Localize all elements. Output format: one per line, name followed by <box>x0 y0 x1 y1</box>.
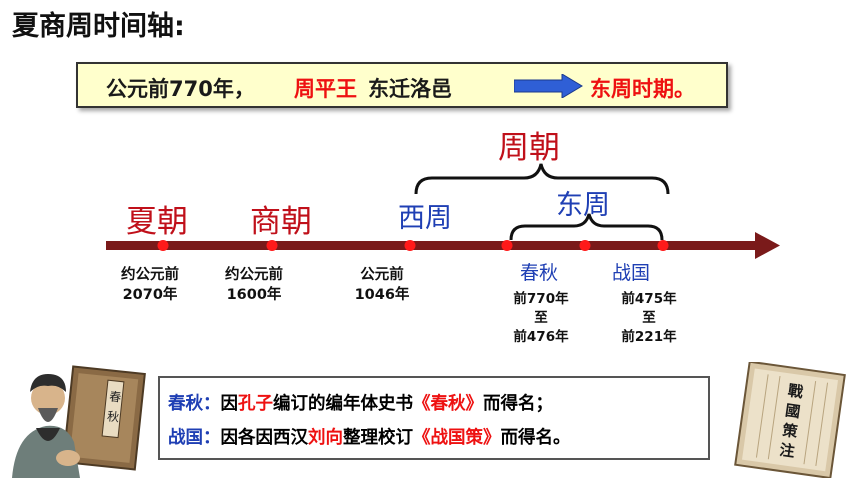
banner-prefix: 公元前770年， <box>106 77 255 101</box>
book-cover-char-2: 秋 <box>106 409 119 424</box>
shang-dot <box>266 240 278 251</box>
date-shang: 约公元前 1600年 <box>225 267 283 303</box>
book-title-char-3: 策 <box>780 421 799 441</box>
note-zhanguo: 战国：因各因西汉刘向整理校订《战国策》而得名。 <box>168 428 571 448</box>
era-zhanguo: 战国 <box>612 262 651 284</box>
banner-king: 周平王 <box>294 77 357 101</box>
date-zhanguo: 前475年 至 前221年 <box>621 291 677 345</box>
dynasty-xia: 夏朝 <box>126 204 188 240</box>
book-title-char-2: 國 <box>784 401 801 421</box>
timeline-axis <box>106 241 761 250</box>
chunqiu-dot <box>501 240 513 251</box>
xia-dot <box>157 240 169 251</box>
date-chunqiu: 前770年 至 前476年 <box>513 291 569 345</box>
date-western-zhou: 公元前 1046年 <box>354 267 410 303</box>
dynasty-shang: 商朝 <box>250 204 312 240</box>
confucius-illustration: 春 秋 <box>12 365 146 478</box>
zhou-end-dot <box>657 240 669 251</box>
top-banner: 公元前770年， 周平王 东迁洛邑 东周时期。 <box>76 62 728 108</box>
zhou-brace <box>414 163 670 195</box>
note-chunqiu: 春秋：因孔子编订的编年体史书《春秋》而得名； <box>168 394 553 414</box>
era-eastern-zhou: 东周 <box>556 190 610 221</box>
notes-box: 春秋：因孔子编订的编年体史书《春秋》而得名； 战国：因各因西汉刘向整理校订《战国… <box>158 376 710 460</box>
eastern-zhou-brace <box>509 213 664 241</box>
page-title: 夏商周时间轴: <box>12 11 185 42</box>
banner-result: 东周时期。 <box>590 77 695 101</box>
timeline-arrowhead <box>755 232 780 259</box>
era-chunqiu: 春秋 <box>520 262 559 284</box>
date-xia: 约公元前 2070年 <box>121 267 179 303</box>
book-title-char-1: 戰 <box>787 381 804 401</box>
era-western-zhou: 西周 <box>398 203 452 234</box>
book-title-char-4: 注 <box>779 441 796 461</box>
book-cover-char-1: 春 <box>109 389 122 404</box>
ancient-book-illustration: 戰 國 策 注 <box>734 362 846 478</box>
right-arrow-icon <box>514 74 583 98</box>
western-zhou-dot <box>404 240 416 251</box>
zhanguo-dot <box>579 240 591 251</box>
banner-action: 东迁洛邑 <box>368 77 452 101</box>
dynasty-zhou: 周朝 <box>498 130 560 166</box>
